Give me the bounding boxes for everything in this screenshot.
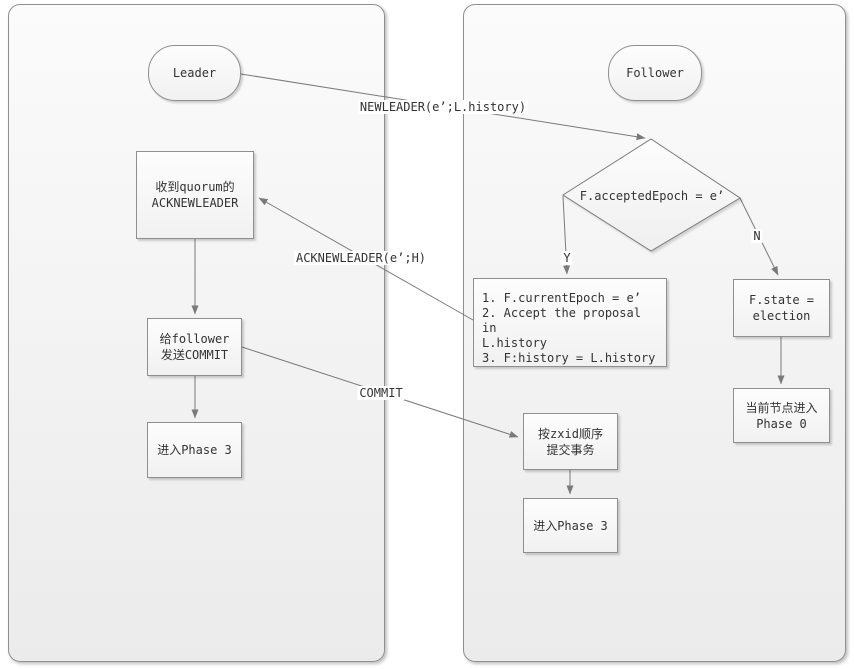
node-follower-enter-phase3-label: 进入Phase 3 — [533, 518, 608, 533]
edge-label-acknewleader: ACKNEWLEADER(e’;H) — [293, 251, 429, 265]
node-state-election-label: F.state = election — [748, 293, 815, 323]
node-send-commit-to-followers: 给follower 发送COMMIT — [147, 318, 242, 376]
node-leader-enter-phase3: 进入Phase 3 — [147, 422, 242, 478]
node-follower-start-label: Follower — [626, 66, 684, 80]
node-commit-by-zxid-order: 按zxid顺序 提交事务 — [523, 413, 618, 470]
node-receive-quorum-acknewleader-label: 收到quorum的 ACKNEWLEADER — [151, 180, 239, 210]
node-commit-by-zxid-order-label: 按zxid顺序 提交事务 — [538, 426, 603, 457]
edge-label-yes: Y — [561, 251, 573, 265]
node-send-commit-to-followers-label: 给follower 发送COMMIT — [159, 332, 230, 362]
node-accept-proposal-steps: 1. F.currentEpoch = e’ 2. Accept the pro… — [473, 278, 667, 367]
node-receive-quorum-acknewleader: 收到quorum的 ACKNEWLEADER — [136, 151, 254, 239]
node-leader-enter-phase3-label: 进入Phase 3 — [157, 443, 232, 457]
node-leader-start-label: Leader — [172, 66, 217, 80]
node-enter-phase0-label: 当前节点进入 Phase 0 — [745, 400, 818, 431]
decision-accepted-epoch-label: F.acceptedEpoch = e’ — [579, 189, 725, 203]
node-accept-proposal-steps-label: 1. F.currentEpoch = e’ 2. Accept the pro… — [482, 291, 656, 365]
edge-label-newleader: NEWLEADER(e’;L.history) — [357, 100, 529, 114]
node-state-election: F.state = election — [733, 279, 830, 337]
edge-label-commit: COMMIT — [357, 386, 405, 400]
edge-label-no: N — [751, 229, 763, 243]
node-follower-start: Follower — [608, 45, 702, 101]
node-leader-start: Leader — [148, 45, 241, 101]
node-enter-phase0: 当前节点进入 Phase 0 — [733, 388, 830, 443]
node-follower-enter-phase3: 进入Phase 3 — [523, 498, 618, 553]
